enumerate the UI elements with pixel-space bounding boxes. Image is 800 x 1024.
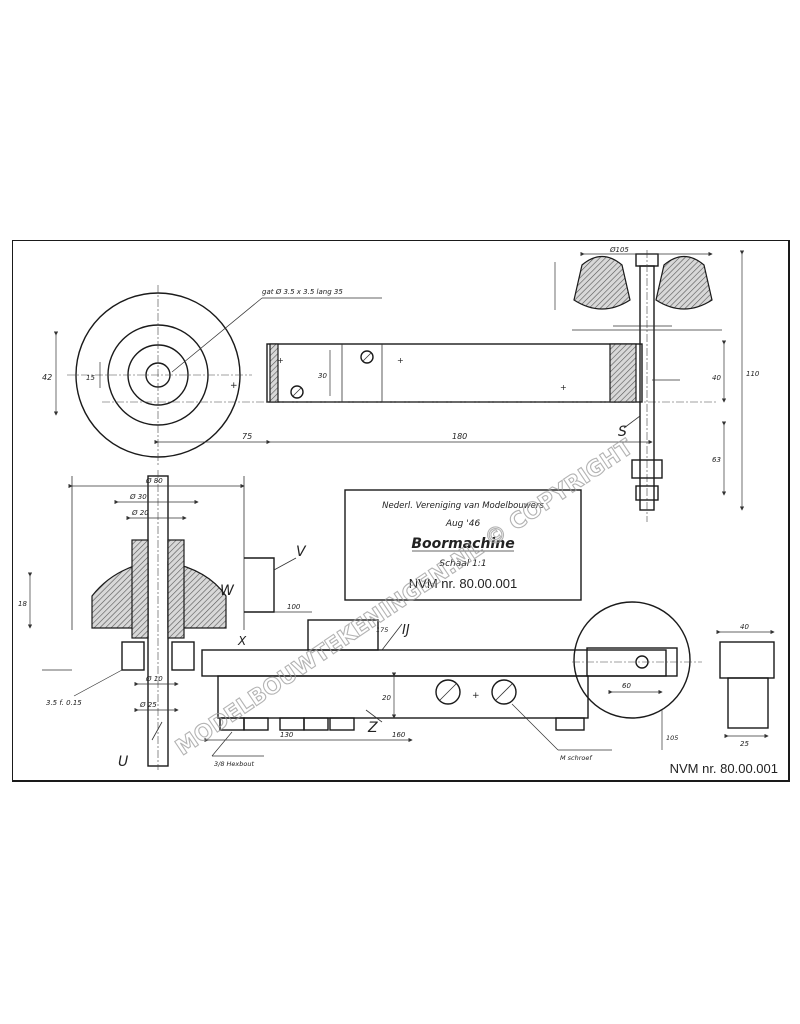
drawing-sheet: + + + + 42 15 30 75 180 gat Ø 3.5 x 3.5 … xyxy=(12,240,790,782)
dim-130: 130 xyxy=(280,731,294,739)
dim-phi30: Ø 30 xyxy=(129,493,147,501)
screw-head-icon xyxy=(360,350,374,364)
small-pulley-right-section xyxy=(655,255,713,310)
title-number: NVM nr. 80.00.001 xyxy=(409,576,517,591)
svg-text:+: + xyxy=(277,356,284,365)
part-letter-ij: IJ xyxy=(402,623,410,638)
footer-number: NVM nr. 80.00.001 xyxy=(670,761,778,776)
dim-20: 20 xyxy=(382,694,391,702)
dim-160: 160 xyxy=(392,731,406,739)
dim-110: 110 xyxy=(746,370,760,378)
base-view: + IJ Z 175 20 130 160 3/8 Hexbout M schr… xyxy=(201,619,667,768)
collar-view: 40 25 xyxy=(716,623,775,748)
dim-60: 60 xyxy=(622,682,631,690)
front-section: Ø 80 Ø 30 Ø 20 Ø 10 Ø 25 18 3.5 f. 0.15 … xyxy=(18,470,245,770)
hub-left xyxy=(131,539,149,639)
dim-40: 40 xyxy=(712,374,721,382)
nut-right xyxy=(171,641,195,671)
top-view: + + + + 42 15 30 75 180 gat Ø 3.5 x 3.5 … xyxy=(42,285,717,465)
shaft-collar xyxy=(631,459,663,479)
screw-head-icon xyxy=(290,385,304,399)
dim-phi10: Ø 10 xyxy=(145,675,163,683)
collar-body xyxy=(727,677,769,729)
dim-40b: 40 xyxy=(740,623,749,631)
svg-text:+: + xyxy=(472,691,480,701)
arm-bracket-section xyxy=(609,343,637,403)
dim-30: 30 xyxy=(318,372,327,380)
note-washer: 3.5 f. 0.15 xyxy=(46,699,82,707)
arm-end-section xyxy=(269,343,279,403)
dim-75: 75 xyxy=(242,432,252,441)
dim-phi105: Ø105 xyxy=(609,246,629,254)
hex-nuts xyxy=(219,717,585,731)
dim-phi20: Ø 20 xyxy=(131,509,149,517)
shaft-end-nut xyxy=(635,485,659,501)
title-date: Aug '46 xyxy=(445,519,481,529)
technical-drawing: + + + + 42 15 30 75 180 gat Ø 3.5 x 3.5 … xyxy=(12,240,790,782)
title-name: Boormachine xyxy=(411,536,514,552)
dim-100: 100 xyxy=(287,603,301,611)
dim-105: 105 xyxy=(666,734,678,742)
round-table-view: 60 105 xyxy=(572,601,702,750)
part-letter-v: V xyxy=(296,544,307,560)
note-hole: gat Ø 3.5 x 3.5 lang 35 xyxy=(262,288,343,296)
nut-left xyxy=(121,641,145,671)
part-letter-x: X xyxy=(237,634,247,648)
dim-phi25: Ø 25 xyxy=(139,701,157,709)
title-scale: Schaal 1:1 xyxy=(439,559,486,569)
title-org: Nederl. Vereniging van Modelbouwers xyxy=(382,501,544,511)
screw-head-icon xyxy=(491,679,517,705)
part-letter-w: W xyxy=(220,583,235,599)
small-pulley-left-section xyxy=(573,255,631,310)
svg-text:+: + xyxy=(230,381,238,391)
note-hex-bolt: 3/8 Hexbout xyxy=(214,760,254,768)
part-letter-u: U xyxy=(118,754,128,770)
title-block: Nederl. Vereniging van Modelbouwers Aug … xyxy=(344,489,582,601)
hub-right xyxy=(167,539,185,639)
dim-180: 180 xyxy=(452,432,467,441)
svg-text:+: + xyxy=(397,356,404,365)
round-table xyxy=(573,601,691,719)
dim-25: 25 xyxy=(740,740,749,748)
bracket: V W X 100 xyxy=(220,544,312,648)
dim-63: 63 xyxy=(712,456,721,464)
svg-text:+: + xyxy=(560,383,567,392)
dim-42: 42 xyxy=(42,373,52,382)
note-screw: M schroef xyxy=(560,754,593,762)
dim-phi80: Ø 80 xyxy=(145,477,163,485)
part-letter-s: S xyxy=(618,424,627,440)
part-letter-z: Z xyxy=(367,720,378,736)
dim-175: 175 xyxy=(376,626,388,634)
dim-18: 18 xyxy=(18,600,27,608)
dim-15: 15 xyxy=(86,374,95,382)
column-block xyxy=(307,619,379,651)
bracket-arm xyxy=(244,557,275,613)
side-view: Ø105 110 40 63 S xyxy=(554,246,760,522)
screw-head-icon xyxy=(435,679,461,705)
